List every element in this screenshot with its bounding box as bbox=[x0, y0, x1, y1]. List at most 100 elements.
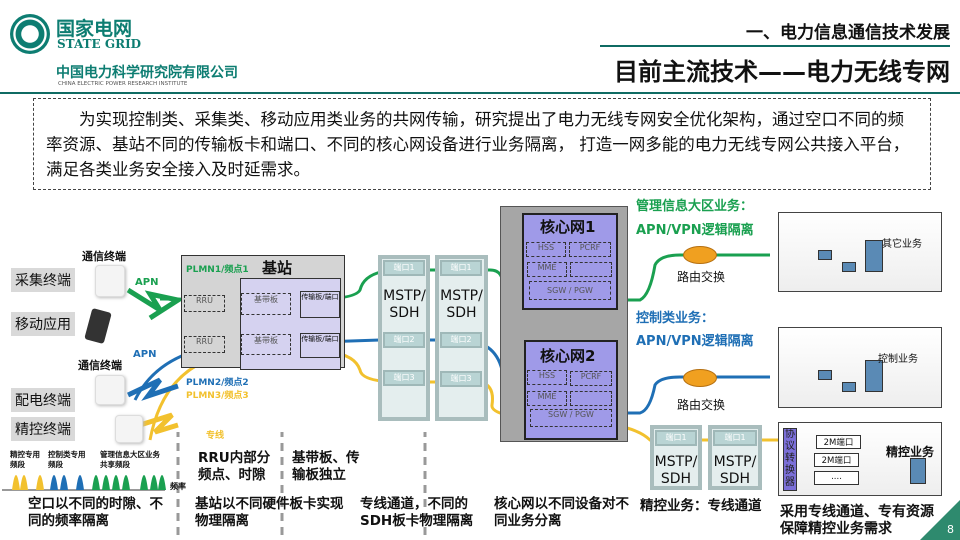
core1-mme: MME bbox=[527, 262, 567, 277]
port-1c: 端口1 bbox=[655, 430, 697, 446]
caption-air-interface: 空口以不同的时隙、不同的频率隔离 bbox=[28, 496, 163, 529]
core-network-1 bbox=[522, 213, 618, 310]
comm-terminal-device-1 bbox=[95, 265, 125, 297]
core-network-2 bbox=[524, 340, 618, 440]
core2-title: 核心网2 bbox=[540, 347, 596, 365]
control-service-label: 控制业务 bbox=[878, 354, 918, 365]
port-2m-1: 2M端口 bbox=[816, 435, 861, 449]
plmn2-label: PLMN2/频点2 bbox=[186, 378, 249, 388]
router-label-1: 路由交换 bbox=[677, 270, 726, 284]
core2-mme: MME bbox=[527, 391, 567, 406]
port-2m-2: 2M端口 bbox=[814, 453, 859, 467]
caption-precise-resources: 采用专线通道、专有资源保障精控业务需求 bbox=[780, 504, 934, 537]
mstp-label-4: MSTP/ SDH bbox=[713, 454, 757, 487]
terminal-mobile: 移动应用 bbox=[11, 312, 75, 336]
transport-board-1: 传输板/端口 bbox=[300, 291, 340, 318]
apn-label-1: APN bbox=[135, 277, 159, 288]
mstp-label-1: MSTP/ SDH bbox=[383, 288, 426, 321]
terminal-collect: 采集终端 bbox=[11, 268, 75, 292]
page-corner bbox=[920, 500, 960, 540]
terminal-precise: 精控终端 bbox=[11, 417, 75, 441]
green-lightning-icon bbox=[126, 287, 185, 321]
transport-board-2: 传输板/端口 bbox=[300, 333, 340, 358]
mstp-label-2: MSTP/ SDH bbox=[440, 288, 483, 321]
core1-title: 核心网1 bbox=[540, 218, 596, 236]
band-control: 控制类专用频段 bbox=[48, 450, 86, 469]
plmn3-label: PLMN3/频点3 bbox=[186, 391, 249, 401]
logo-en: STATE GRID bbox=[57, 37, 142, 51]
baseband-board-1: 基带板 bbox=[241, 293, 291, 315]
baseband-board-2: 基带板 bbox=[241, 334, 291, 355]
port-3a: 端口3 bbox=[383, 370, 425, 386]
dedicated-line-label: 专线 bbox=[206, 431, 225, 441]
caption-boards: 基带板、传输板独立 bbox=[292, 450, 360, 483]
port-more: .... bbox=[814, 471, 859, 485]
core2-hss: HSS bbox=[527, 370, 567, 385]
mgmt-title: 管理信息大区业务： bbox=[636, 199, 754, 214]
port-2a: 端口2 bbox=[383, 332, 425, 348]
pc-icon-1 bbox=[818, 250, 832, 260]
protocol-converter: 协议转换器 bbox=[783, 428, 797, 491]
router-label-2: 路由交换 bbox=[677, 398, 726, 412]
other-service-box bbox=[778, 212, 942, 292]
page-number: 8 bbox=[947, 523, 954, 536]
intro-box: 为实现控制类、采集类、移动应用类业务的共网传输，研究提出了电力无线专网安全优化架… bbox=[33, 98, 931, 190]
core2-pcrf: PCRF bbox=[570, 371, 612, 386]
core1-hss: HSS bbox=[526, 242, 566, 257]
core2-blank bbox=[570, 391, 612, 406]
comm-terminal-device-3 bbox=[115, 415, 143, 443]
caption-base-station: 基站以不同硬件板卡实现物理隔离 bbox=[195, 496, 344, 529]
org-cn: 中国电力科学研究院有限公司 bbox=[56, 65, 238, 81]
caption-core: 核心网以不同设备对不同业务分离 bbox=[494, 496, 629, 529]
freq-axis-label: 频率 bbox=[170, 482, 186, 491]
caption-precise-line: 精控业务：专线通道 bbox=[640, 498, 762, 514]
control-service-box bbox=[778, 327, 942, 408]
server-icon-2 bbox=[865, 360, 883, 392]
section-title: 一、电力信息通信技术发展 bbox=[746, 23, 950, 43]
logo-cn: 国家电网 bbox=[56, 18, 133, 40]
terminal-distribution: 配电终端 bbox=[11, 388, 75, 412]
blue-lightning-icon bbox=[126, 377, 179, 401]
plmn1-label: PLMN1/频点1 bbox=[186, 265, 249, 275]
port-3b: 端口3 bbox=[440, 371, 482, 387]
port-2b: 端口2 bbox=[440, 332, 482, 348]
band-precise: 精控专用频段 bbox=[10, 450, 40, 469]
pc-icon-4 bbox=[842, 382, 856, 392]
caption-mstp: 专线通道，不同的SDH板卡物理隔离 bbox=[360, 496, 474, 529]
caption-rru: RRU内部分频点、时隙 bbox=[198, 450, 271, 483]
router-icon-2 bbox=[683, 369, 717, 387]
spectrum-bars bbox=[12, 475, 166, 490]
separator-arrows bbox=[176, 432, 427, 535]
core1-sgw: SGW / PGW bbox=[529, 281, 611, 300]
yellow-lightning-icon bbox=[139, 412, 179, 435]
mstp-label-3: MSTP/ SDH bbox=[654, 454, 698, 487]
header-line bbox=[0, 92, 960, 94]
comm-terminal-label-1: 通信终端 bbox=[82, 250, 126, 263]
ctrl-isolation: APN/VPN逻辑隔离 bbox=[636, 334, 754, 349]
rru-1: RRU bbox=[184, 295, 225, 312]
base-station-title: 基站 bbox=[262, 259, 293, 277]
logo-icon bbox=[10, 14, 50, 54]
pc-icon-2 bbox=[842, 262, 856, 272]
core1-pcrf: PCRF bbox=[569, 242, 611, 257]
server-icon-1 bbox=[865, 240, 883, 272]
pc-icon-3 bbox=[818, 370, 832, 380]
router-icon-1 bbox=[683, 246, 717, 264]
other-service-label: 其它业务 bbox=[882, 239, 922, 250]
header-divider bbox=[600, 45, 950, 47]
band-shared: 管理信息大区业务共享频段 bbox=[100, 450, 160, 469]
core1-blank bbox=[570, 262, 612, 277]
mgmt-isolation: APN/VPN逻辑隔离 bbox=[636, 223, 754, 238]
org-en: CHINA ELECTRIC POWER RESEARCH INSTITUTE bbox=[58, 81, 188, 87]
port-1a: 端口1 bbox=[383, 260, 425, 276]
port-1b: 端口1 bbox=[440, 260, 482, 276]
apn-label-2: APN bbox=[133, 349, 157, 360]
page-title: 目前主流技术——电力无线专网 bbox=[614, 58, 950, 86]
precise-service-label: 精控业务 bbox=[886, 445, 935, 459]
comm-terminal-label-2: 通信终端 bbox=[78, 359, 122, 372]
port-1d: 端口1 bbox=[713, 430, 757, 446]
rru-2: RRU bbox=[184, 336, 225, 353]
server-icon-3 bbox=[910, 458, 926, 484]
comm-terminal-device-2 bbox=[95, 375, 125, 405]
core2-sgw: SGW / PGW bbox=[530, 409, 612, 427]
